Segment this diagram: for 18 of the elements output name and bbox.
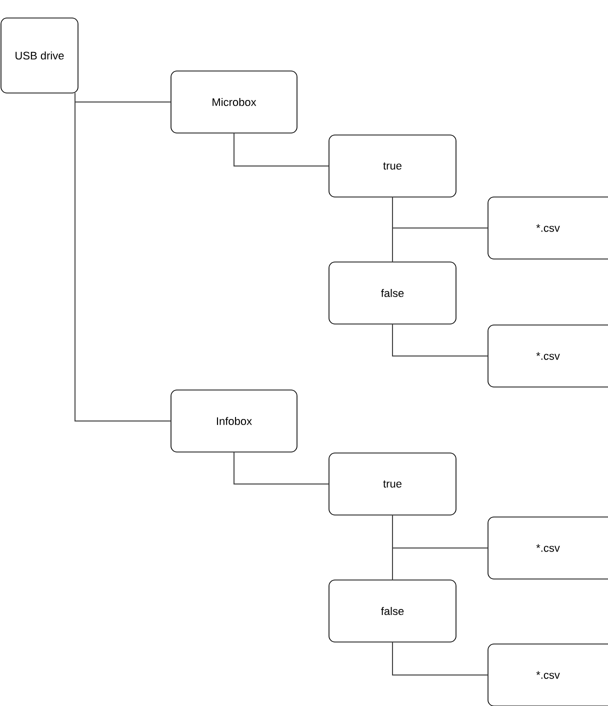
connector-line <box>392 196 393 262</box>
folder-box: Microbox <box>170 70 298 134</box>
folder-box: true <box>328 134 456 198</box>
connector-line <box>234 132 330 166</box>
connector-line <box>392 514 393 580</box>
connector-line <box>234 452 330 484</box>
connector-line <box>392 642 488 676</box>
folder-box: USB drive <box>0 18 78 94</box>
folder-box: false <box>328 262 456 324</box>
folder-box: *.csv <box>488 644 608 706</box>
folder-box: true <box>328 452 456 516</box>
folder-box: false <box>328 580 456 642</box>
connector-line <box>392 324 488 356</box>
folder-box: *.csv <box>488 196 608 260</box>
folder-box: *.csv <box>488 324 608 388</box>
folder-box: *.csv <box>488 516 608 580</box>
connector-line <box>74 92 172 422</box>
folder-box: Infobox <box>170 390 298 452</box>
